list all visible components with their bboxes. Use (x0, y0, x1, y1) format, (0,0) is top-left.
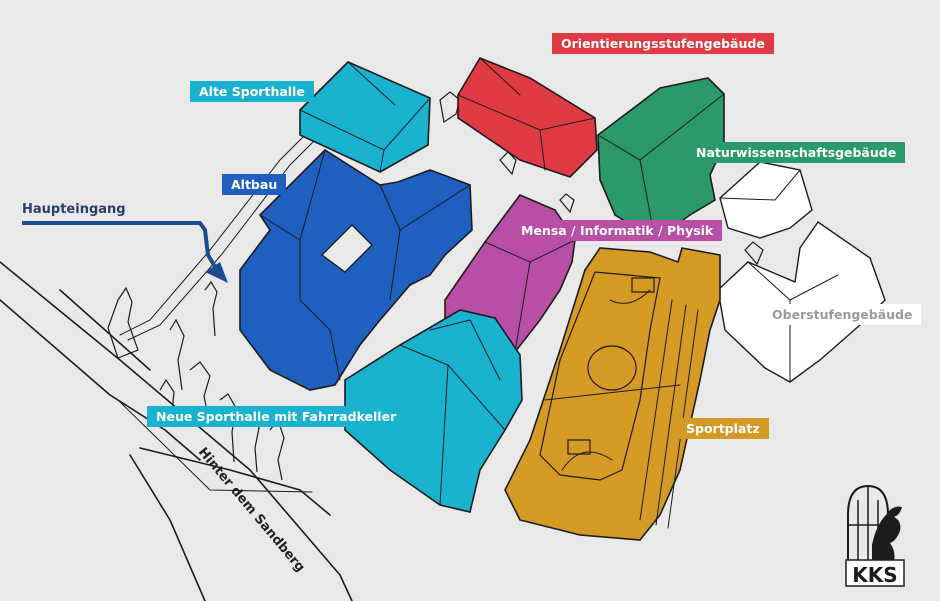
label-alte-sporthalle[interactable]: Alte Sporthalle (190, 81, 314, 102)
label-altbau[interactable]: Altbau (222, 174, 287, 195)
lion-crest-icon (872, 506, 902, 561)
label-orientierungsstufe[interactable]: Orientierungsstufengebäude (552, 33, 774, 54)
building-oberstufe[interactable] (717, 221, 886, 383)
building-orientierungsstufe[interactable] (457, 57, 598, 178)
street-name: Hinter dem Sandberg (195, 445, 308, 575)
building-altbau[interactable] (239, 148, 473, 391)
label-sportplatz[interactable]: Sportplatz (677, 418, 769, 439)
label-oberstufe[interactable]: Oberstufengebäude (763, 304, 922, 325)
building-white-small (719, 161, 813, 239)
school-logo: KKS (845, 484, 905, 587)
label-mensa[interactable]: Mensa / Informatik / Physik (512, 220, 723, 241)
label-naturwissenschaft[interactable]: Naturwissenschaftsgebäude (687, 142, 906, 163)
label-haupteingang[interactable]: Haupteingang (22, 202, 126, 217)
building-neue-sporthalle[interactable] (344, 309, 523, 513)
logo-text: KKS (852, 563, 897, 587)
road-sketch (0, 119, 353, 601)
building-alte-sporthalle[interactable] (299, 61, 431, 173)
label-neue-sporthalle[interactable]: Neue Sporthalle mit Fahrradkeller (147, 406, 406, 427)
haupteingang-arrow (22, 221, 228, 283)
